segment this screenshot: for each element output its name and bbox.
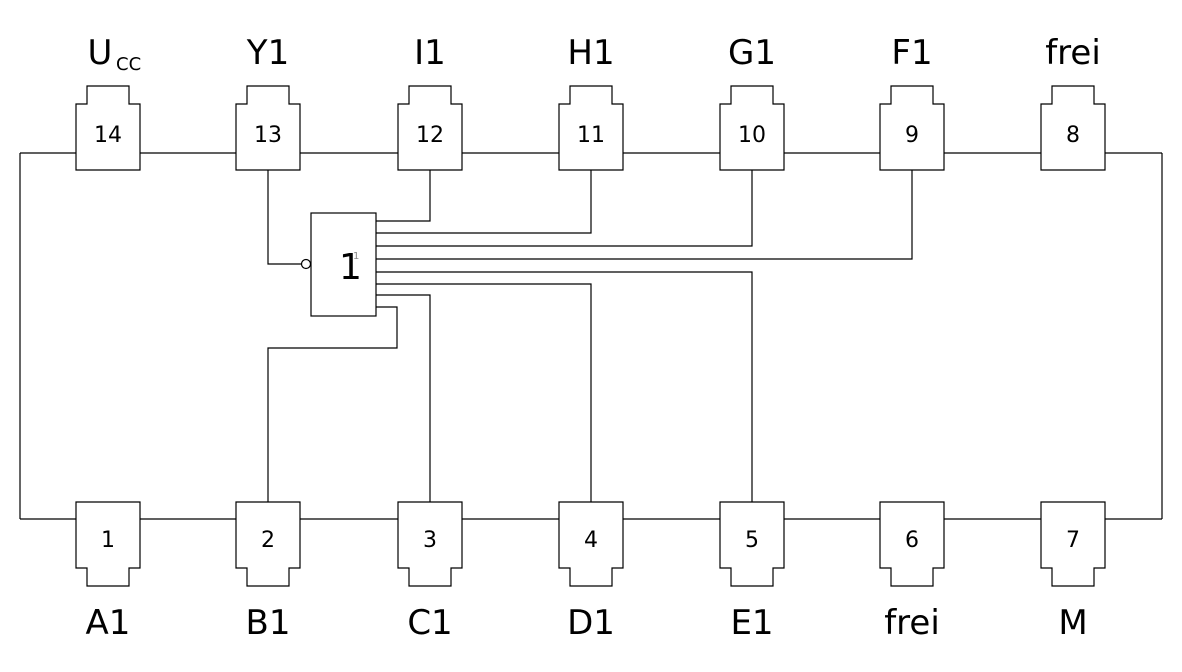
top-pin-13: 13 Y1 [235,33,301,171]
internal-wiring [267,170,913,502]
pin-signal-label: D1 [567,603,615,643]
top-pin-11: 11 H1 [558,33,624,171]
pin-signal-label: M [1058,603,1087,643]
pin-number: 7 [1066,528,1080,553]
wire-pin13-output [267,170,302,265]
pin-package [75,501,141,587]
wire-pin11 [376,170,592,234]
wire-pin3 [376,294,431,502]
top-pin-9: 9 F1 [879,33,945,171]
pin-package [397,501,463,587]
pin-number: 5 [745,528,759,553]
pin-signal-label: G1 [728,33,776,73]
gate-symbol: 1 [339,247,362,288]
pin-package [235,85,301,171]
gate-body [310,212,377,317]
pin-signal-label: E1 [730,603,773,643]
pin-number: 10 [738,123,766,148]
pin-package [1040,501,1106,587]
pin-package [235,501,301,587]
pin-number: 12 [416,123,444,148]
bottom-pin-4: 4D1 [558,501,624,643]
pin-signal-label: Y1 [246,33,289,73]
pin-package [558,85,624,171]
pin-number: 6 [905,528,919,553]
bottom-pin-5: 5E1 [719,501,785,643]
pin-package [719,501,785,587]
wire-pin5 [376,271,753,502]
pin-number: 2 [261,528,275,553]
pin-signal-label: B1 [246,603,291,643]
gate-superscript: 1 [353,251,359,262]
pin-number: 13 [254,123,282,148]
pin-signal-label: C1 [407,603,452,643]
pin-signal-label: frei [1045,33,1101,73]
pin-package [719,85,785,171]
pin-number: 1 [101,528,115,553]
pin-number: 3 [423,528,437,553]
inverter-bubble [300,258,312,270]
nand-gate: 1 1 [300,212,377,317]
pin-number: 11 [577,123,605,148]
top-pin-12: 12 I1 [397,33,463,171]
pin-signal-label: I1 [414,33,446,73]
pin-package [397,85,463,171]
pin-signal-label: frei [884,603,940,643]
pin-signal-label: A1 [86,603,131,643]
wire-pin4 [376,283,592,502]
bottom-pin-2: 2B1 [235,501,301,643]
bottom-pin-7: 7M [1040,501,1106,643]
pin-package [558,501,624,587]
bottom-pin-1: 1A1 [75,501,141,643]
pin-signal-label: U [88,33,113,73]
wire-pin12 [376,170,431,222]
pin-number: 9 [905,123,919,148]
top-pin-10: 10 G1 [719,33,785,171]
pin-package [879,501,945,587]
pin-package [1040,85,1106,171]
pin-number: 4 [584,528,598,553]
pin-number: 8 [1066,123,1080,148]
top-pin-8: 8 frei [1040,33,1106,171]
pin-package [75,85,141,171]
pin-number: 14 [94,123,122,148]
wire-pin10 [376,170,753,247]
wire-pin9 [376,170,913,260]
pin-signal-label: F1 [891,33,932,73]
pin-signal-subscript: CC [116,54,141,75]
pin-package [879,85,945,171]
bottom-pin-6: 6 frei [879,501,945,643]
bottom-pin-3: 3C1 [397,501,463,643]
pin-signal-label: H1 [567,33,614,73]
wire-pin2 [267,306,398,502]
